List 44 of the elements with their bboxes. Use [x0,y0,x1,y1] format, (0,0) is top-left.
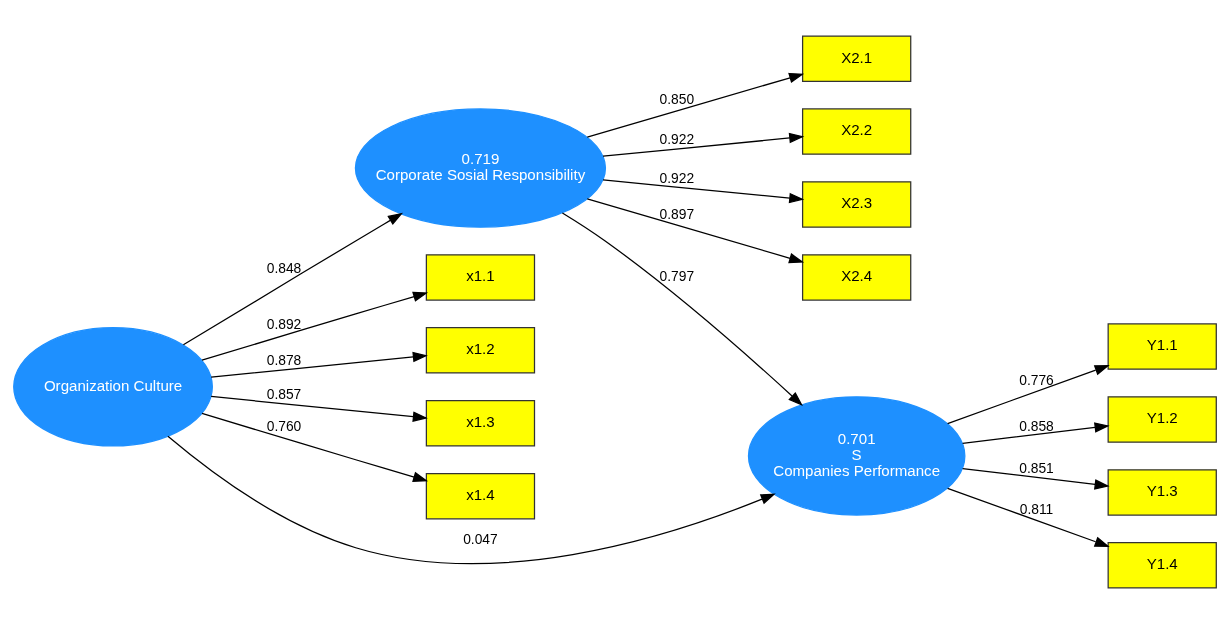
arrow [201,291,429,361]
edge-label: 0.897 [659,206,695,223]
node-box: x1.1 [425,254,536,301]
edge-label: 0.850 [659,90,695,107]
node-box: x1.3 [425,400,536,447]
arrow [947,487,1110,547]
edge-label: 0.857 [266,386,302,403]
arrow [962,467,1110,490]
edge-label: 0.811 [1019,500,1054,517]
edge-label: 0.797 [659,267,695,284]
arrow [561,212,803,407]
node-box: x1.2 [425,327,536,374]
arrow [602,132,805,157]
edge-label: 0.878 [266,352,302,369]
node-box: X2.3 [801,181,912,228]
arrow [947,365,1110,425]
edge-label: 0.858 [1019,417,1054,434]
arrow [201,412,429,482]
arrow [602,179,805,204]
edge-label: 0.851 [1019,460,1054,477]
node-box: Y1.3 [1107,469,1217,516]
edge-label: 0.922 [659,130,695,147]
node-ellipse: 0.701 S Companies Performance [747,396,966,516]
node-box: x1.4 [425,472,536,520]
node-box: Y1.4 [1107,542,1217,589]
node-box: X2.2 [801,108,912,155]
node-box: Y1.1 [1107,323,1217,370]
edge-label: 0.776 [1019,372,1054,389]
arrow [210,351,428,378]
arrow [586,198,805,264]
arrow [210,395,428,422]
edge-label: 0.892 [266,315,302,332]
node-box: Y1.2 [1107,396,1217,443]
edge-label: 0.760 [266,417,302,434]
node-ellipse: Organization Culture [13,327,213,447]
arrow [962,422,1110,444]
arrow [182,212,404,346]
edge-label: 0.047 [463,530,498,547]
edge-label: 0.922 [659,169,695,186]
arrow [167,435,776,565]
edge-label: 0.848 [266,260,302,277]
arrow [586,72,805,138]
node-box: X2.1 [801,35,912,82]
node-box: X2.4 [801,254,912,301]
